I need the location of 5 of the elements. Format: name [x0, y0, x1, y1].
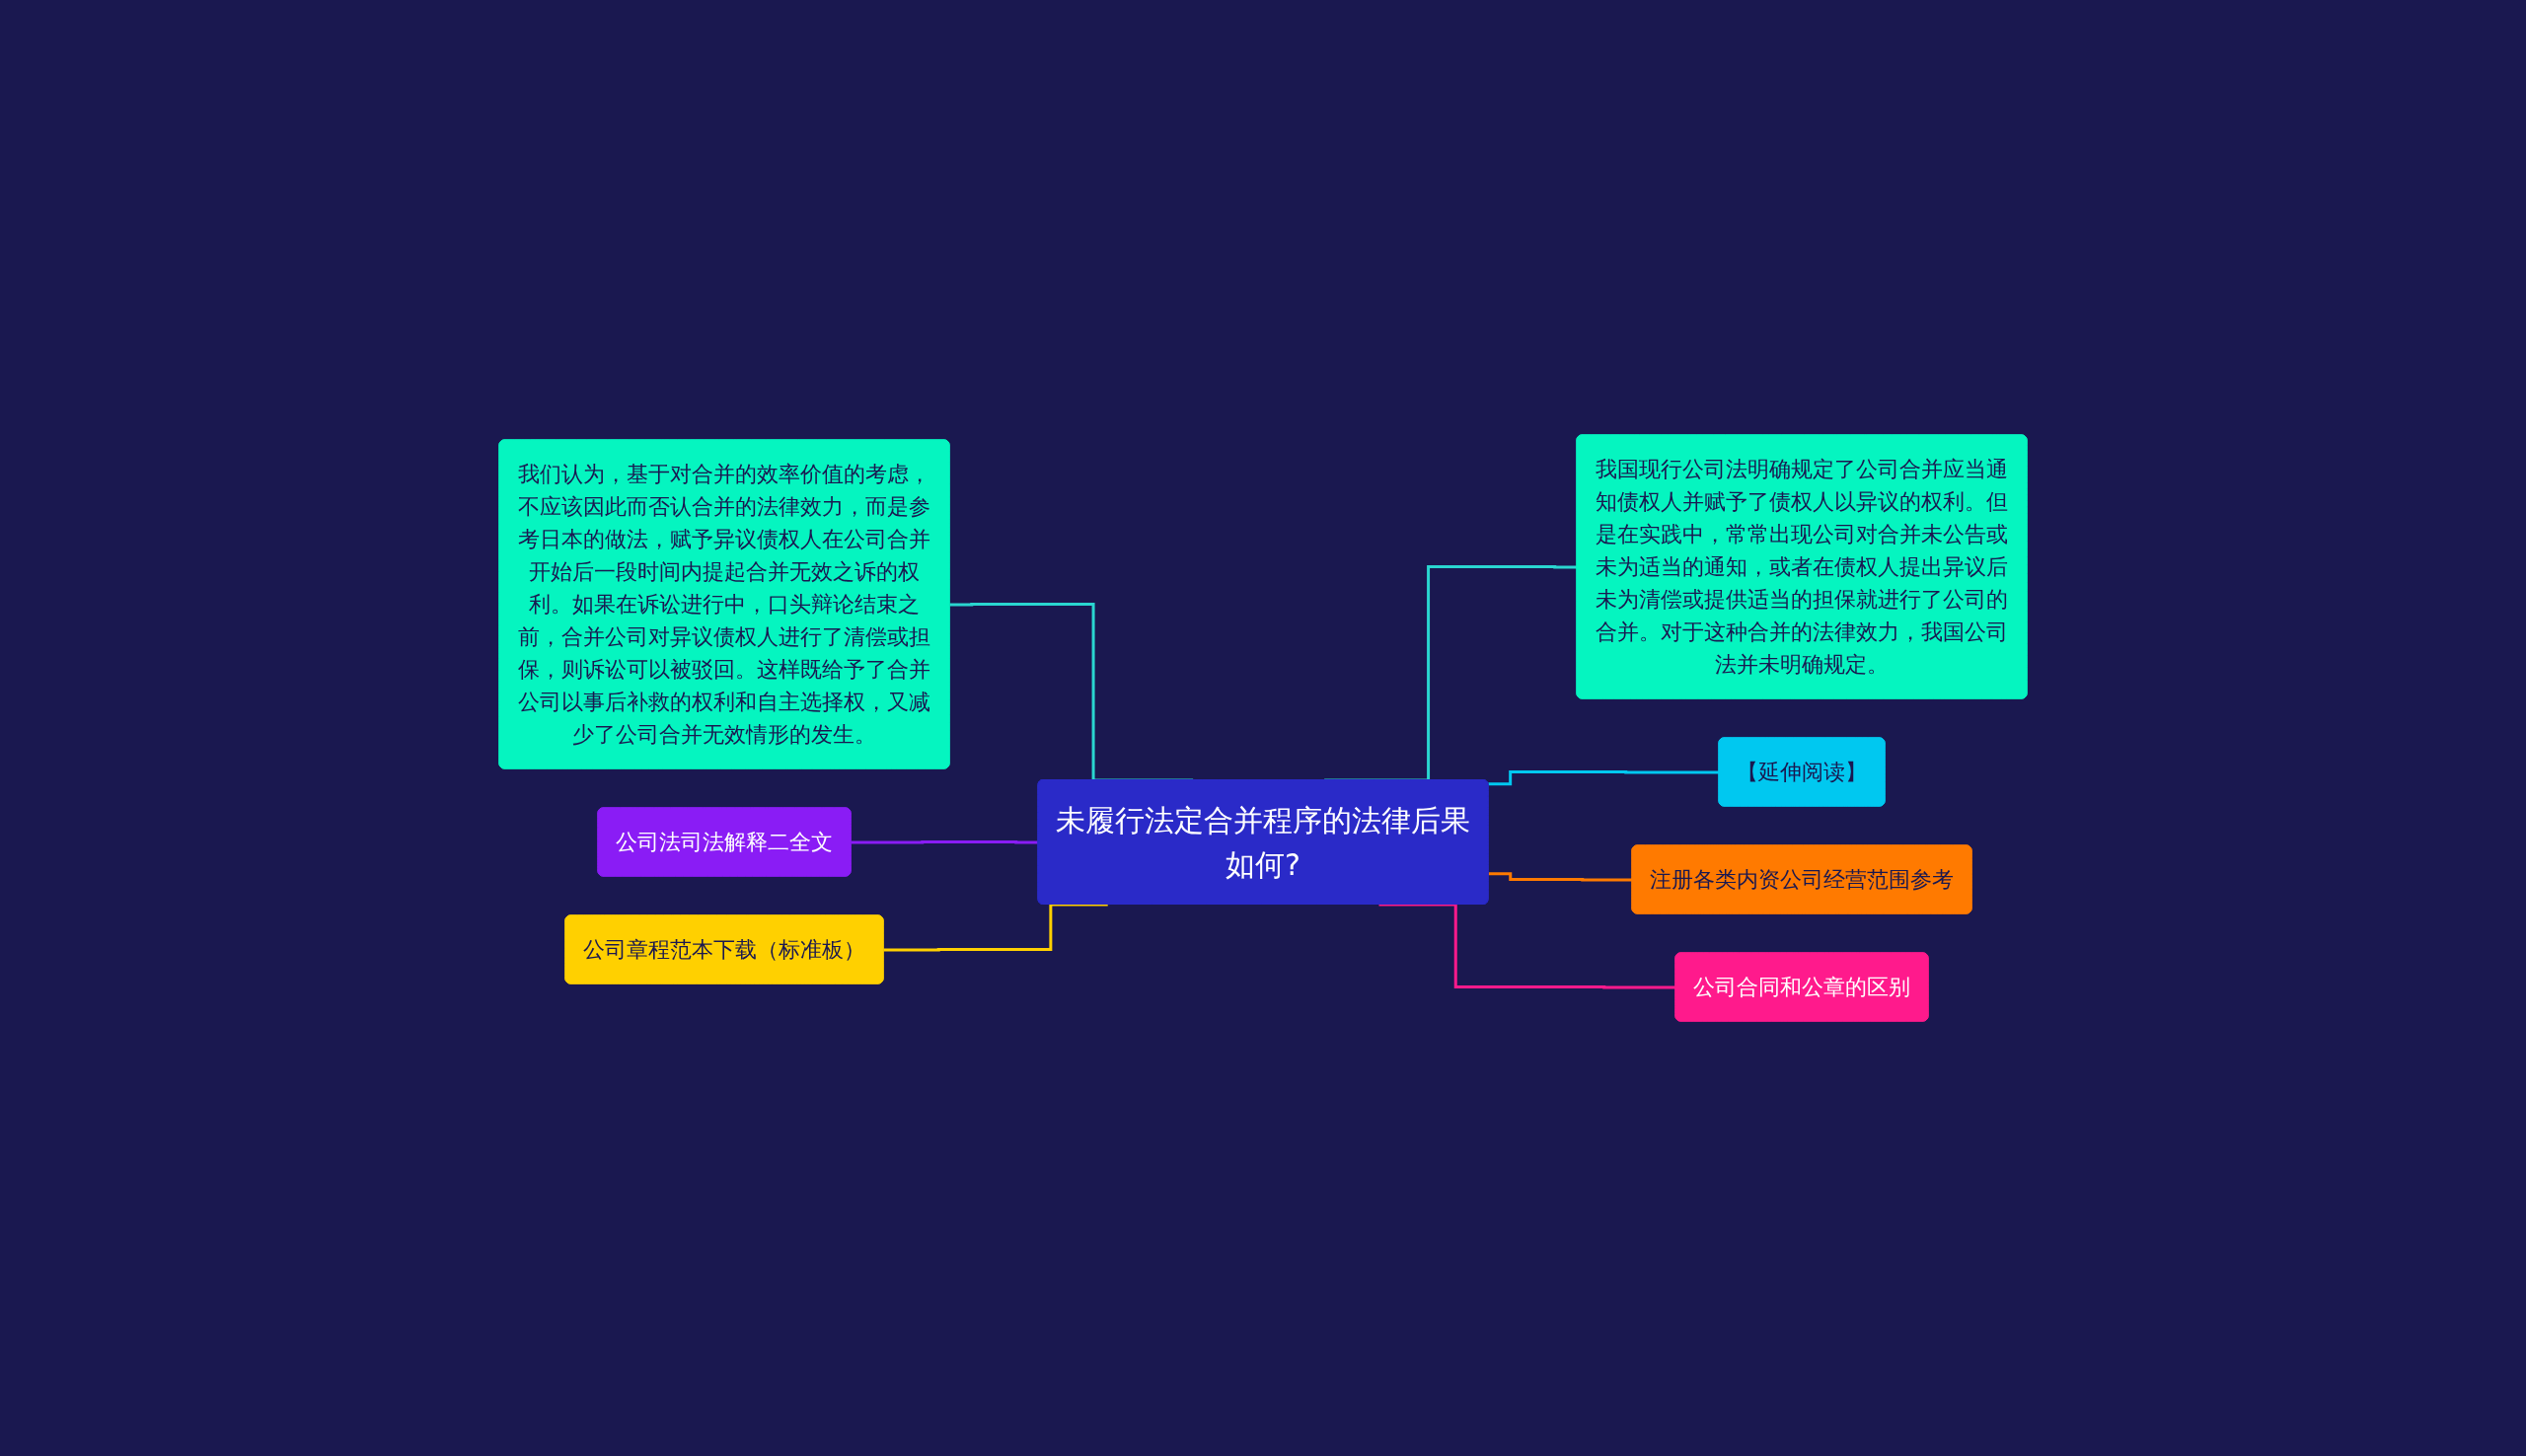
- connector: [851, 840, 1039, 844]
- connector: [1488, 770, 1720, 786]
- connector: [1378, 903, 1676, 989]
- connector: [883, 903, 1108, 952]
- connector: [1488, 872, 1633, 882]
